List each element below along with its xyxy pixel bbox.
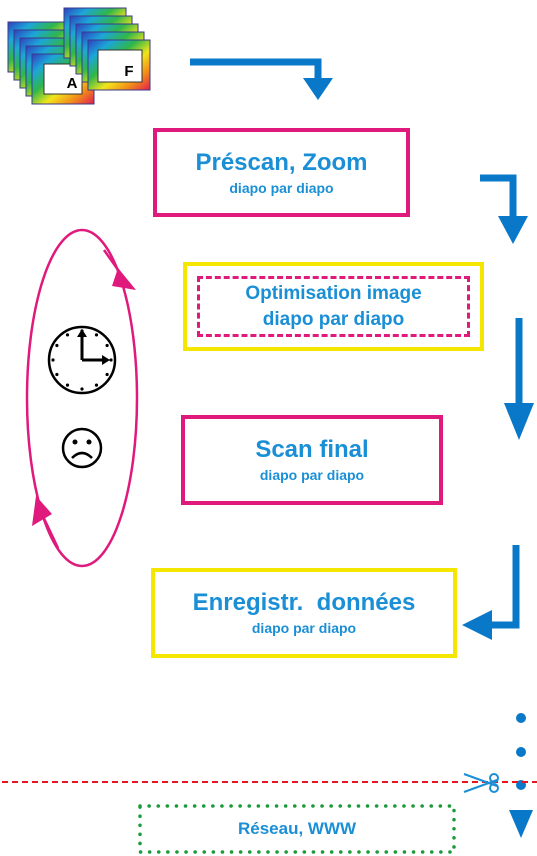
loop-arrow-bottom-head xyxy=(32,496,52,526)
step-prescan-box: Préscan, Zoom diapo par diapo xyxy=(153,128,410,217)
step-enregistr-subtitle: diapo par diapo xyxy=(251,620,357,636)
step-optimisation-title: Optimisation image xyxy=(245,282,422,304)
step-enregistr-title: Enregistr. données xyxy=(192,589,416,616)
step-scan-final-box: Scan final diapo par diapo xyxy=(181,415,443,505)
step-scan-final-title: Scan final xyxy=(255,436,369,463)
sad-face-icon xyxy=(61,427,103,469)
slide-label-a: A xyxy=(67,75,78,92)
loop-arrow-top-shaft xyxy=(102,249,130,285)
network-box-border xyxy=(138,804,456,854)
iteration-loop xyxy=(25,228,139,568)
step-optimisation-subtitle: diapo par diapo xyxy=(262,308,405,330)
arrow-to-prescan-head xyxy=(303,78,333,100)
arrow-to-prescan xyxy=(190,58,322,80)
arrow-to-enregistr xyxy=(490,545,520,629)
continuation-dot xyxy=(516,713,526,723)
step-optimisation-box: Optimisation image diapo par diapo xyxy=(183,262,484,351)
loop-arrow-bottom-shaft xyxy=(38,509,60,549)
clock-icon xyxy=(47,325,117,395)
step-scan-final-subtitle: diapo par diapo xyxy=(259,467,365,483)
step-enregistr-box: Enregistr. données diapo par diapo xyxy=(151,568,457,658)
slide-label-f: F xyxy=(124,63,133,80)
arrow-to-optimisation-head xyxy=(498,216,528,244)
slide-stack: A F xyxy=(7,7,151,105)
slide-stack-right xyxy=(63,7,151,91)
network-label: Réseau, WWW xyxy=(237,819,357,838)
step-prescan-title: Préscan, Zoom xyxy=(195,148,368,176)
arrow-to-optimisation xyxy=(480,174,517,218)
continuation-dot xyxy=(516,747,526,757)
arrow-to-scan-final-head xyxy=(504,403,534,440)
arrow-to-enregistr-head xyxy=(462,610,492,640)
step-prescan-subtitle: diapo par diapo xyxy=(229,179,334,196)
arrow-to-network-head xyxy=(509,810,533,838)
scissors-icon xyxy=(463,773,499,793)
